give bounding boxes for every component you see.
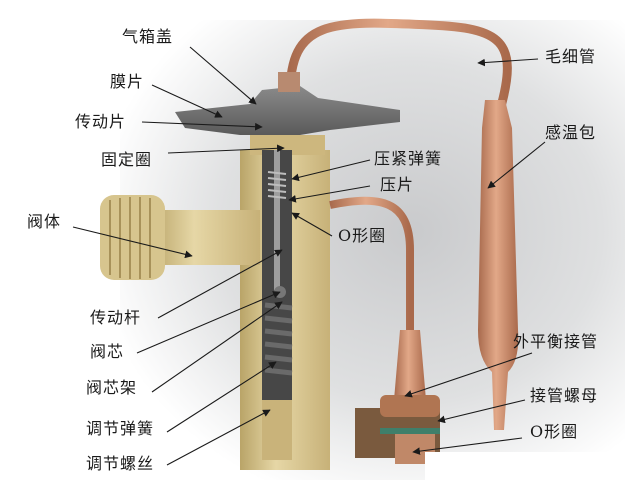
leader-arrows: [72, 46, 546, 466]
label-adjusting-spring: 调节弹簧: [86, 419, 155, 438]
arrow-o-ring-upper: [291, 212, 333, 237]
equalizer-tube-shape: [329, 196, 414, 330]
arrow-valve-body: [72, 226, 193, 259]
label-valve-core-holder: 阀芯架: [86, 378, 138, 397]
arrow-retaining-ring: [167, 144, 285, 154]
arrow-fitting-nut: [437, 399, 526, 424]
label-valve-core: 阀芯: [90, 342, 125, 361]
label-retaining-ring: 固定圈: [101, 150, 153, 169]
adjusting-screw-shape: [262, 400, 292, 460]
label-fitting-nut: 接管螺母: [530, 386, 599, 405]
capillary-fitting: [278, 72, 300, 92]
arrow-pressure-plate: [288, 185, 371, 203]
label-o-ring-upper: O形圈: [338, 226, 387, 245]
white-mask: [425, 452, 625, 480]
label-drive-plate: 传动片: [75, 112, 127, 131]
inlet-thread: [100, 195, 165, 280]
label-pressure-plate: 压片: [380, 175, 415, 194]
arrow-sensing-bulb: [487, 141, 546, 189]
arrow-cap: [189, 46, 257, 105]
o-ring-lower-shape: [380, 428, 440, 434]
label-diaphragm: 膜片: [110, 72, 145, 91]
arrow-adjusting-screw: [166, 409, 271, 466]
equalizer-fitting-shape: [394, 330, 426, 400]
equalizer-collar: [380, 395, 440, 417]
inlet-nozzle: [150, 210, 260, 265]
label-o-ring-lower: O形圈: [530, 422, 579, 441]
arrow-drive-plate: [141, 121, 263, 131]
label-valve-body: 阀体: [27, 212, 62, 231]
arrow-o-ring-lower: [412, 437, 523, 455]
label-compression-spring: 压紧弹簧: [374, 149, 443, 168]
label-cap: 气箱盖: [122, 27, 174, 46]
label-external-equalizer: 外平衡接管: [513, 332, 599, 351]
arrow-drive-rod: [157, 249, 283, 319]
label-drive-rod: 传动杆: [90, 308, 142, 327]
arrow-valve-core-holder: [151, 301, 283, 393]
capillary-tube-shape: [285, 18, 512, 112]
compression-spring-shape: [267, 171, 287, 199]
label-sensing-bulb: 感温包: [545, 123, 597, 142]
arrow-diaphragm: [151, 84, 223, 118]
arrow-compression-spring: [291, 159, 371, 182]
arrow-capillary: [477, 58, 539, 67]
drive-rod-shape: [274, 150, 280, 290]
diaphragm-housing-shape: [175, 86, 400, 135]
label-adjusting-screw: 调节螺丝: [86, 454, 155, 473]
label-capillary-tube: 毛细管: [545, 47, 597, 66]
arrow-valve-core: [136, 291, 281, 354]
arrow-adjusting-spring: [166, 361, 277, 433]
arrow-equalizer: [404, 352, 533, 398]
